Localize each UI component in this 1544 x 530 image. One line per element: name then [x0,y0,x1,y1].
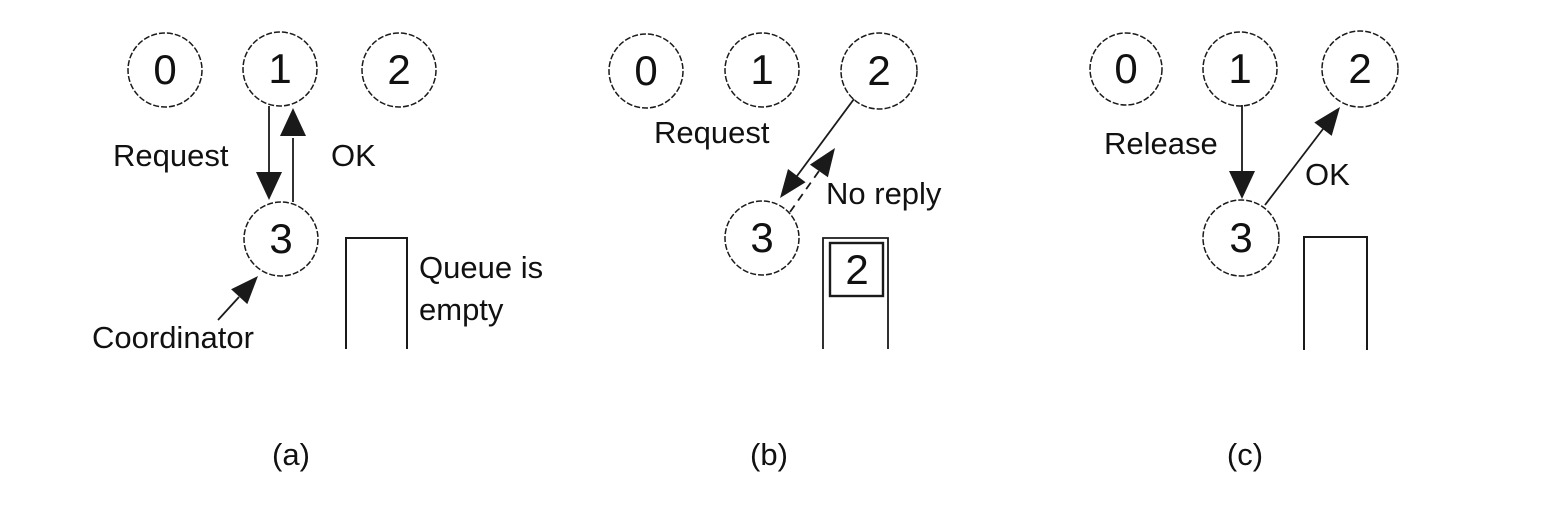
ok-arrow-line [1264,128,1324,206]
process-node-circle [1202,31,1278,107]
ok-arrowhead-icon [280,108,306,136]
process-node-0-label: 0 [1114,45,1138,92]
coordinator-node-circle [1202,199,1280,277]
process-node-circle [608,33,684,109]
queue-box [345,237,408,349]
queue-box [822,237,889,349]
release-label: Release [1104,126,1218,161]
no-reply-label: No reply [826,176,942,211]
process-node-circle [1089,32,1163,106]
request-arrow-line [796,98,855,177]
panel-b-shapes [608,32,918,349]
process-node-2-label: 2 [1348,45,1372,92]
queue-item-box [828,241,885,298]
process-node-circle [242,31,318,107]
process-node-0-label: 0 [634,47,658,94]
coordinator-node-label: 3 [750,214,774,261]
release-arrowhead-icon [1229,171,1255,199]
coordinator-node-label: 3 [1229,214,1253,261]
process-node-2-label: 2 [867,47,891,94]
request-arrowhead-icon [780,169,806,198]
panel-c-caption: (c) [1226,437,1264,472]
request-arrowhead-icon [256,172,282,200]
coordinator-node-circle [724,200,800,276]
panel-a-caption: (a) [272,437,310,472]
queue-box [1303,236,1368,350]
process-node-0-label: 0 [153,46,177,93]
coordinator-label: Coordinator [92,320,254,355]
process-node-circle [361,32,437,108]
process-node-circle [840,32,918,110]
request-label: Request [113,138,229,173]
queue-item-label: 2 [845,246,869,293]
panel-b-caption: (b) [750,437,788,472]
panel-a-shapes [127,31,437,349]
coordinator-pointer-arrowhead-icon [231,276,258,305]
coordinator-pointer-line [217,296,240,321]
process-node-circle [1321,30,1399,108]
queue-empty-note-line2: empty [419,292,504,327]
queue-empty-note: Queue is empty [419,247,589,331]
coordinator-node-circle [243,201,319,277]
ok-arrowhead-icon [1314,107,1340,136]
ok-label: OK [331,138,376,173]
ok-label: OK [1305,157,1350,192]
process-node-2-label: 2 [387,46,411,93]
process-node-1-label: 1 [268,45,292,92]
process-node-1-label: 1 [750,46,774,93]
no-reply-arrowhead-icon [809,148,835,178]
process-node-circle [127,32,203,108]
queue-empty-note-line1: Queue is [419,250,544,285]
coordinator-node-label: 3 [269,215,293,262]
process-node-circle [724,32,800,108]
process-node-1-label: 1 [1228,45,1252,92]
panel-c-shapes [1089,30,1399,350]
request-label: Request [654,115,770,150]
